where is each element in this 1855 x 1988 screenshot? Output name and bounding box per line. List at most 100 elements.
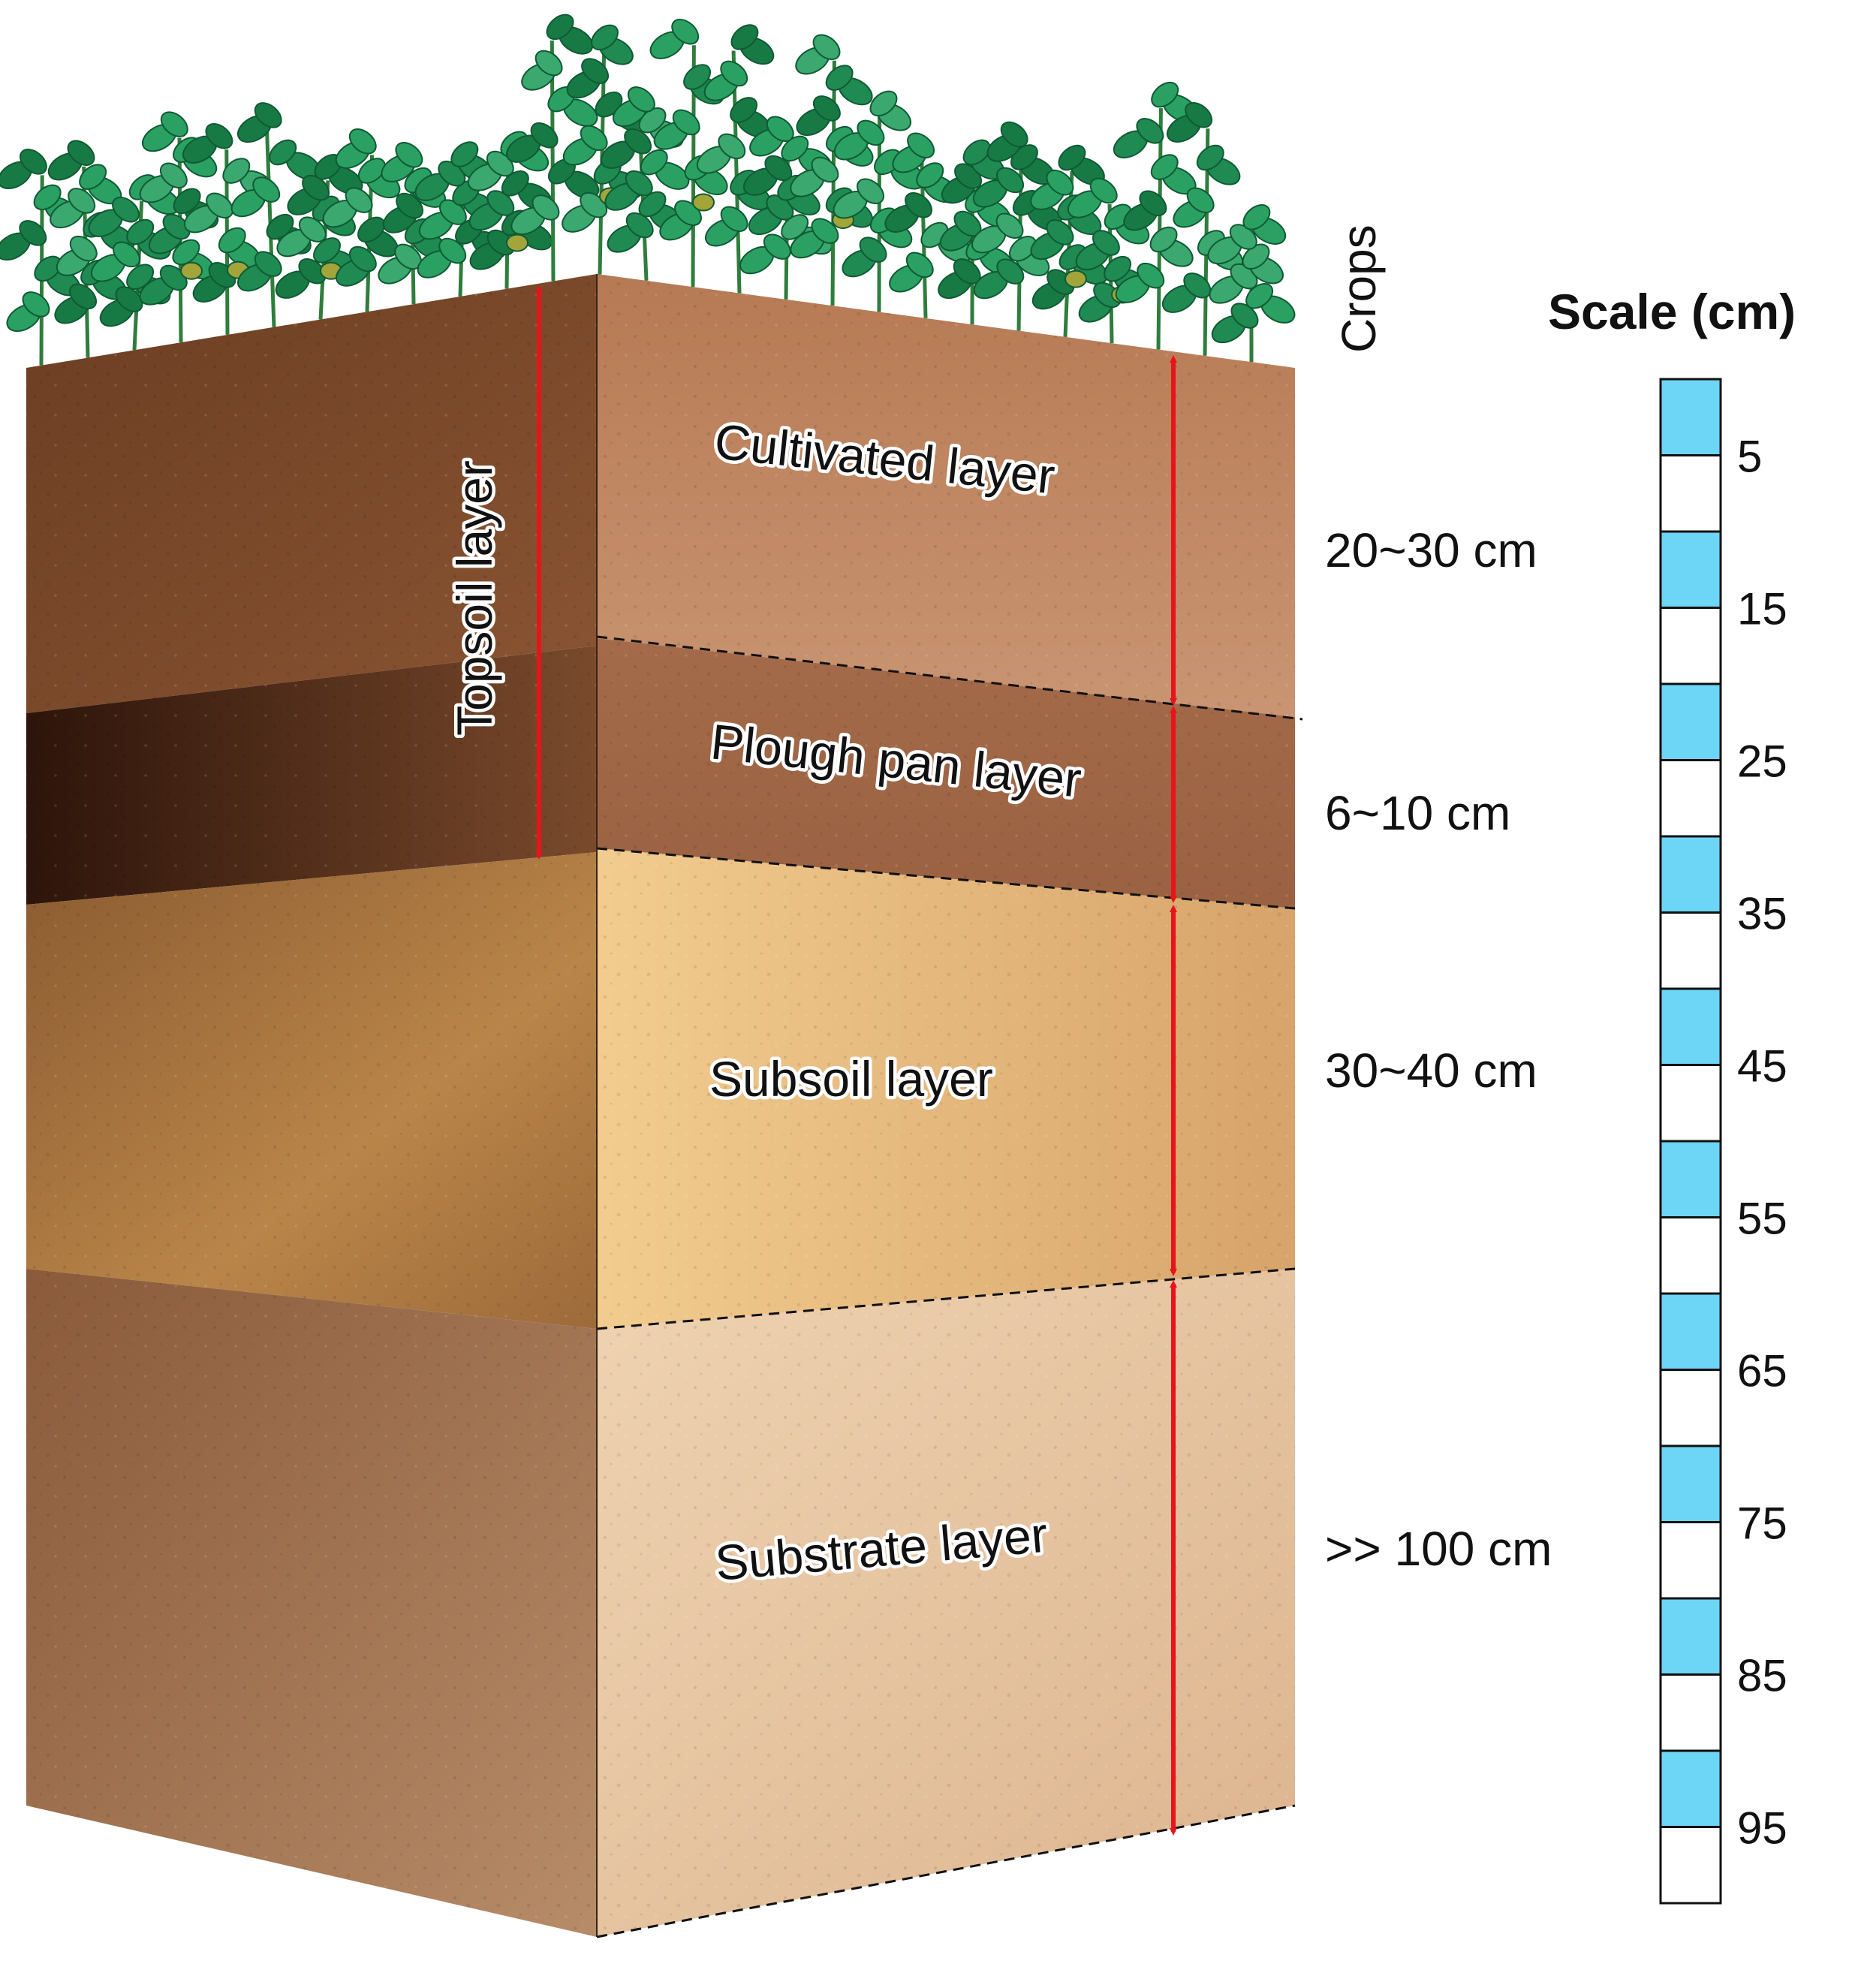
crop-leaf: [718, 133, 746, 160]
crop-leaf: [581, 58, 610, 84]
subsoil-layer-label: Subsoil layer: [709, 1051, 993, 1107]
crop-leaf: [1183, 272, 1212, 299]
crop-leaf: [67, 140, 95, 167]
crop-leaf: [68, 188, 96, 214]
crop-leaf: [671, 18, 700, 45]
crop-leaf: [905, 192, 932, 218]
crop-leaf: [79, 164, 107, 190]
crop-leaf: [638, 107, 667, 134]
scale-label: 5: [1737, 432, 1762, 482]
crop-leaf: [907, 132, 935, 158]
crop-leaf: [811, 156, 839, 183]
crop-leaf: [857, 178, 884, 204]
crop-plant: [1030, 144, 1108, 337]
crop-plant: [182, 123, 275, 335]
scale-cell: [1659, 1521, 1722, 1600]
crop-leaf: [905, 252, 934, 279]
crop-leaf: [1000, 121, 1028, 148]
scale-label: 75: [1737, 1499, 1787, 1549]
crop-leaf: [348, 128, 377, 155]
crop-plant: [1207, 204, 1296, 363]
crop-leaf: [764, 155, 793, 182]
crop-leaf: [859, 236, 887, 263]
crop-plants-illustration: [0, 14, 1296, 366]
crop-leaf: [535, 50, 563, 77]
crop-leaf: [438, 237, 467, 264]
crop-leaf: [869, 90, 898, 117]
scale-cell: [1659, 1292, 1722, 1371]
crop-leaf: [69, 283, 98, 310]
crop-plant: [938, 139, 1014, 325]
crop-leaf: [763, 233, 791, 260]
crop-leaf: [720, 206, 748, 233]
crop-plant: [322, 128, 401, 312]
crop-leaf: [1186, 187, 1215, 213]
crop-leaf: [269, 139, 297, 166]
scale-bar: [1659, 378, 1722, 1905]
crop-leaf: [720, 60, 748, 87]
scale-cell: [1659, 378, 1722, 456]
scale-cell: [1659, 1826, 1722, 1905]
crop-leaf: [254, 102, 282, 128]
scale-cell: [1659, 1064, 1722, 1143]
crop-leaf: [1093, 282, 1122, 309]
crop-leaf: [812, 34, 841, 61]
crop-leaf: [115, 286, 143, 312]
plough-pan-depth: 6~10 cm: [1325, 786, 1510, 840]
crop-leaf: [730, 97, 758, 123]
scale-title: Scale (cm): [1548, 284, 1796, 339]
scale-cell: [1659, 1140, 1722, 1218]
crop-leaf: [625, 170, 653, 197]
crop-leaf: [298, 258, 327, 285]
subsoil-depth: 30~40 cm: [1325, 1044, 1537, 1098]
soil-block-front-face: [597, 274, 1295, 1937]
crop-leaf: [126, 218, 155, 245]
crop-leaf: [19, 220, 47, 246]
crop-stem: [1156, 108, 1163, 350]
crop-leaf: [766, 116, 794, 143]
crop-leaf: [112, 196, 140, 223]
crop-leaf: [19, 149, 47, 175]
crop-leaf: [1104, 255, 1132, 282]
crop-leaf: [172, 239, 200, 266]
crop-leaf: [1046, 169, 1074, 196]
crop-leaf: [345, 187, 373, 213]
crop-leaf: [1150, 154, 1179, 180]
crop-leaf: [180, 261, 203, 280]
crop-leaf: [173, 188, 201, 215]
scale-label: 25: [1737, 736, 1787, 787]
depth-arrows: [535, 285, 1177, 1836]
scale-cell: [1659, 1597, 1722, 1676]
crop-stem: [830, 60, 836, 306]
boundary-pan-subsoil: [596, 847, 1296, 910]
crop-leaf: [506, 233, 528, 252]
crop-leaf: [357, 216, 385, 243]
crop-leaf: [348, 245, 377, 273]
crop-leaf: [638, 191, 667, 218]
crop-leaf: [692, 193, 715, 212]
scale-label: 55: [1737, 1194, 1787, 1244]
crop-leaf: [811, 218, 839, 244]
crop-leaf: [1058, 144, 1086, 171]
crop-leaf: [302, 174, 330, 201]
boundary-bottom: [596, 1804, 1296, 1938]
crop-leaf: [1196, 144, 1224, 171]
crop-leaf: [825, 65, 854, 91]
front-face-texture: [597, 274, 1295, 1937]
scale-cell: [1659, 1444, 1722, 1523]
crop-leaf: [530, 122, 559, 149]
boundary-subsoil-substrate: [596, 1267, 1296, 1330]
crop-leaf: [160, 111, 188, 137]
crop-leaf: [1046, 219, 1074, 245]
crop-plant: [275, 154, 363, 320]
crop-leaf: [546, 14, 574, 41]
crop-leaf: [683, 64, 712, 90]
crop-leaf: [591, 24, 619, 51]
crop-leaf: [298, 216, 327, 242]
crop-leaf: [1139, 190, 1167, 217]
layer-boundaries: [596, 635, 1303, 1938]
crop-leaf: [624, 128, 652, 155]
crop-leaf: [857, 119, 885, 146]
